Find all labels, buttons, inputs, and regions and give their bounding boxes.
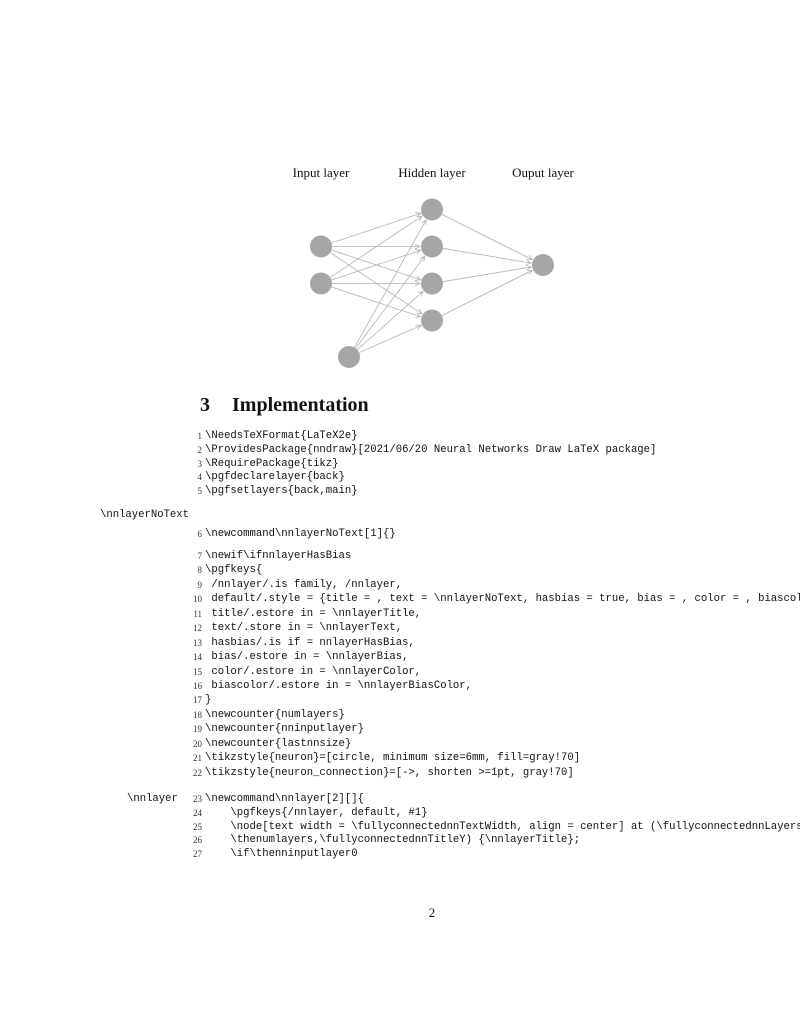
- line-number: 4: [197, 472, 203, 483]
- code-text: \newcommand\nnlayerNoText[1]{}: [205, 528, 396, 540]
- line-number: 16: [193, 680, 202, 691]
- line-number: 7: [197, 551, 203, 561]
- line-number: 9: [197, 579, 203, 590]
- neural-network-diagram: [310, 198, 554, 368]
- neuron-connection: [358, 325, 421, 353]
- hidden-neuron: [421, 235, 443, 258]
- line-number: 12: [193, 623, 202, 634]
- code-text: \if\thenninputlayer0: [205, 848, 358, 860]
- code-text: hasbias/.is if = nnlayerHasBias,: [205, 636, 415, 649]
- hidden-neuron: [421, 272, 443, 295]
- neuron-connection: [442, 267, 531, 283]
- code-text: bias/.estore in = \nnlayerBias,: [205, 651, 409, 664]
- line-number: 1: [197, 431, 203, 441]
- input-neuron: [310, 272, 332, 295]
- line-number: 5: [197, 486, 203, 496]
- margin-label-nnlayernotext: \nnlayerNoText: [100, 509, 190, 521]
- code-text: \newif\ifnnlayerHasBias: [205, 550, 352, 562]
- hidden-neuron: [421, 198, 443, 221]
- bias-neuron: [338, 346, 360, 368]
- code-text: \pgfkeys{/nnlayer, default, #1}: [205, 806, 428, 819]
- line-number: 14: [193, 652, 202, 663]
- line-number: 10: [193, 594, 202, 605]
- code-text: \ProvidesPackage{nndraw}[2021/06/20 Neur…: [205, 443, 657, 456]
- line-number: 6: [197, 529, 203, 539]
- margin-label-nnlayer: \nnlayer: [127, 793, 178, 805]
- neuron-connection: [442, 247, 531, 263]
- neuron-connection: [355, 256, 425, 349]
- line-number: 2: [197, 444, 203, 455]
- code-text: \node[text width = \fullyconnectednnText…: [205, 820, 800, 833]
- neuron-connection: [331, 250, 420, 281]
- neuron-connection: [356, 291, 423, 351]
- neuron-connection: [441, 270, 532, 316]
- code-text: text/.store in = \nnlayerText,: [205, 622, 403, 635]
- neuron-connection: [329, 216, 422, 278]
- code-text: \newcounter{numlayers}: [205, 708, 345, 721]
- code-text: \newcounter{nninputlayer}: [205, 723, 364, 736]
- code-text: biascolor/.estore in = \nnlayerBiasColor…: [205, 679, 473, 692]
- line-number: 25: [193, 821, 202, 832]
- neuron-connection: [441, 214, 532, 259]
- line-number: 17: [193, 695, 202, 706]
- line-number: 21: [193, 753, 202, 764]
- code-text: title/.estore in = \nnlayerTitle,: [205, 607, 422, 620]
- code-text: \thenumlayers,\fullyconnectednnTitleY) {…: [205, 834, 581, 847]
- line-number: 8: [197, 565, 203, 576]
- page-number: 2: [428, 905, 436, 920]
- line-number: 11: [193, 608, 202, 619]
- line-number: 20: [193, 738, 202, 749]
- code-text: \pgfsetlayers{back,main}: [205, 485, 358, 497]
- code-text: \pgfdeclarelayer{back}: [205, 471, 345, 484]
- line-number: 24: [193, 807, 202, 818]
- code-text: \NeedsTeXFormat{LaTeX2e}: [205, 430, 358, 442]
- line-number: 3: [197, 458, 203, 469]
- code-text: \pgfkeys{: [205, 564, 263, 577]
- section-title: Implementation: [232, 394, 369, 416]
- hidden-neuron: [421, 309, 443, 332]
- section-number: 3: [200, 394, 210, 416]
- code-text: \newcounter{lastnnsize}: [205, 737, 352, 750]
- line-number: 18: [193, 709, 202, 720]
- code-text: \RequirePackage{tikz}: [205, 457, 339, 470]
- line-number: 27: [193, 849, 202, 859]
- line-number: 26: [193, 835, 202, 846]
- input-neuron: [310, 235, 332, 258]
- layer-title-output: Ouput layer: [512, 165, 574, 180]
- code-text: default/.style = {title = , text = \nnla…: [205, 593, 800, 606]
- line-number: 23: [193, 794, 202, 804]
- line-number: 15: [193, 666, 202, 677]
- code-text: \tikzstyle{neuron}=[circle, minimum size…: [205, 752, 581, 765]
- line-number: 13: [193, 637, 202, 648]
- code-text: /nnlayer/.is family, /nnlayer,: [205, 578, 403, 591]
- code-text: color/.estore in = \nnlayerColor,: [205, 665, 422, 678]
- code-text: \newcommand\nnlayer[2][]{: [205, 793, 364, 805]
- layer-title-input: Input layer: [292, 165, 350, 180]
- neuron-connection: [331, 213, 420, 244]
- line-number: 22: [193, 767, 202, 778]
- layer-title-hidden: Hidden layer: [398, 165, 466, 180]
- section-heading: 3 Implementation: [200, 394, 369, 417]
- line-number: 19: [193, 724, 202, 735]
- code-text: }: [205, 694, 212, 707]
- neuron-connection: [331, 286, 420, 317]
- output-neuron: [532, 254, 554, 276]
- neuron-connection: [354, 220, 426, 348]
- code-text: \tikzstyle{neuron_connection}=[->, short…: [205, 766, 574, 779]
